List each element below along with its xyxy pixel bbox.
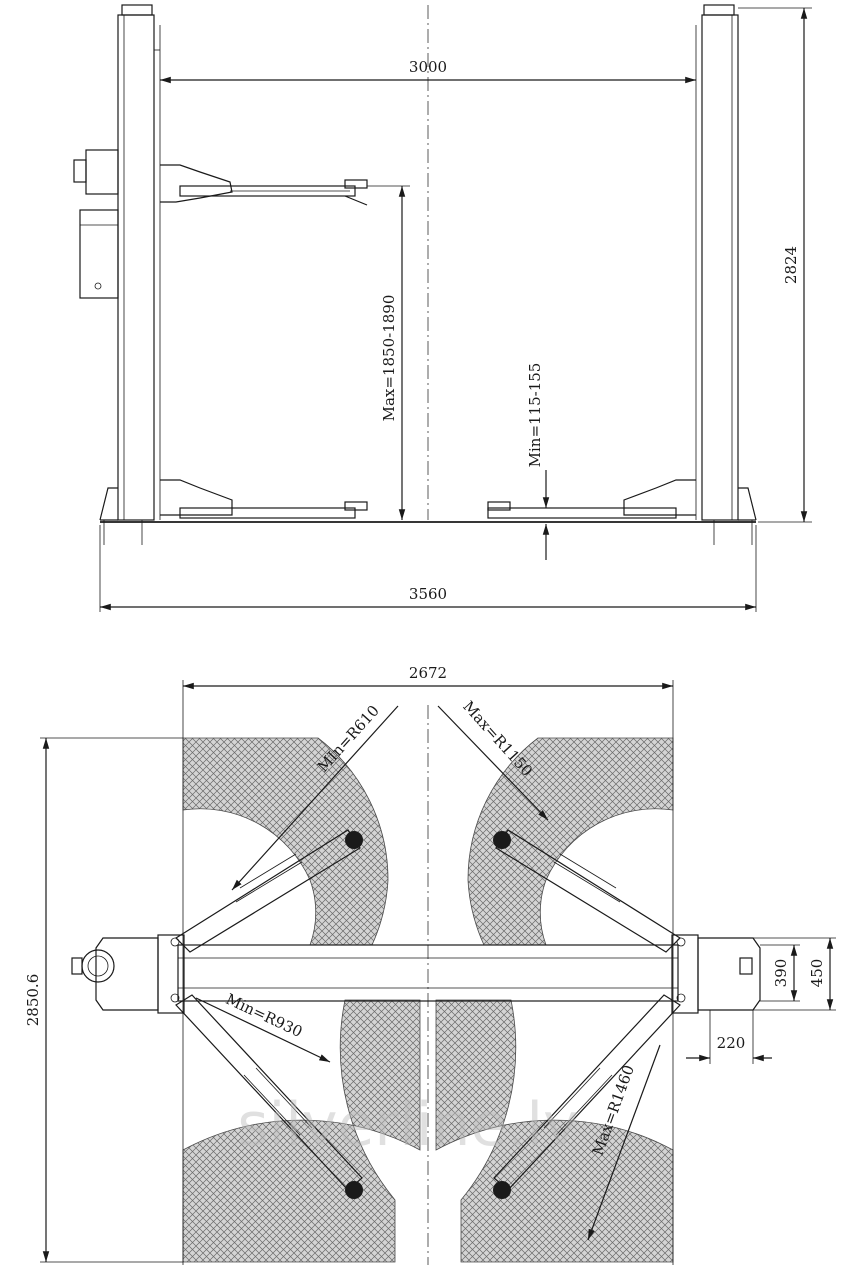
top-view: 2672 2850.6 MIn=R610 Max=R1150 Min=R930 …	[24, 664, 836, 1265]
dim-min-pad-height: Min=115-155	[526, 363, 544, 468]
dim-column-outer-width: 450	[808, 959, 826, 988]
base-crossbeam	[177, 944, 679, 1002]
lift-arms-top	[175, 829, 681, 1191]
pad-front-right	[493, 831, 511, 849]
dim-min-radius-short-arm: MIn=R610	[314, 702, 383, 776]
pad-front-left	[345, 831, 363, 849]
raised-lift-arm	[160, 164, 368, 206]
dim-min-radius-long-arm: Min=R930	[223, 990, 305, 1041]
lowered-lift-arm-right	[487, 479, 696, 519]
dim-column-depth: 220	[717, 1034, 746, 1052]
watermark: silverline.lv	[237, 1090, 578, 1160]
left-column	[99, 4, 161, 545]
pad-rear-left	[345, 1181, 363, 1199]
hydraulic-power-unit	[73, 149, 119, 299]
dim-top-overall-width: 2672	[409, 664, 447, 682]
dim-overall-width: 3560	[409, 585, 447, 603]
dim-overall-height: 2824	[782, 246, 800, 284]
dim-top-overall-depth: 2850.6	[24, 974, 42, 1027]
pad-rear-right	[493, 1181, 511, 1199]
dim-width-between-columns: 3000	[409, 58, 447, 76]
dim-column-inner-width: 390	[772, 959, 790, 988]
right-column	[695, 4, 757, 545]
dim-max-lift-height: Max=1850-1890	[380, 295, 398, 422]
front-view: 3000 3560 2824 Max=1850-1890 Min=115-155	[73, 4, 812, 612]
right-column-base	[671, 934, 761, 1014]
lifting-pads	[345, 831, 511, 1199]
lowered-lift-arm-left	[160, 479, 368, 519]
left-column-base	[71, 934, 185, 1014]
